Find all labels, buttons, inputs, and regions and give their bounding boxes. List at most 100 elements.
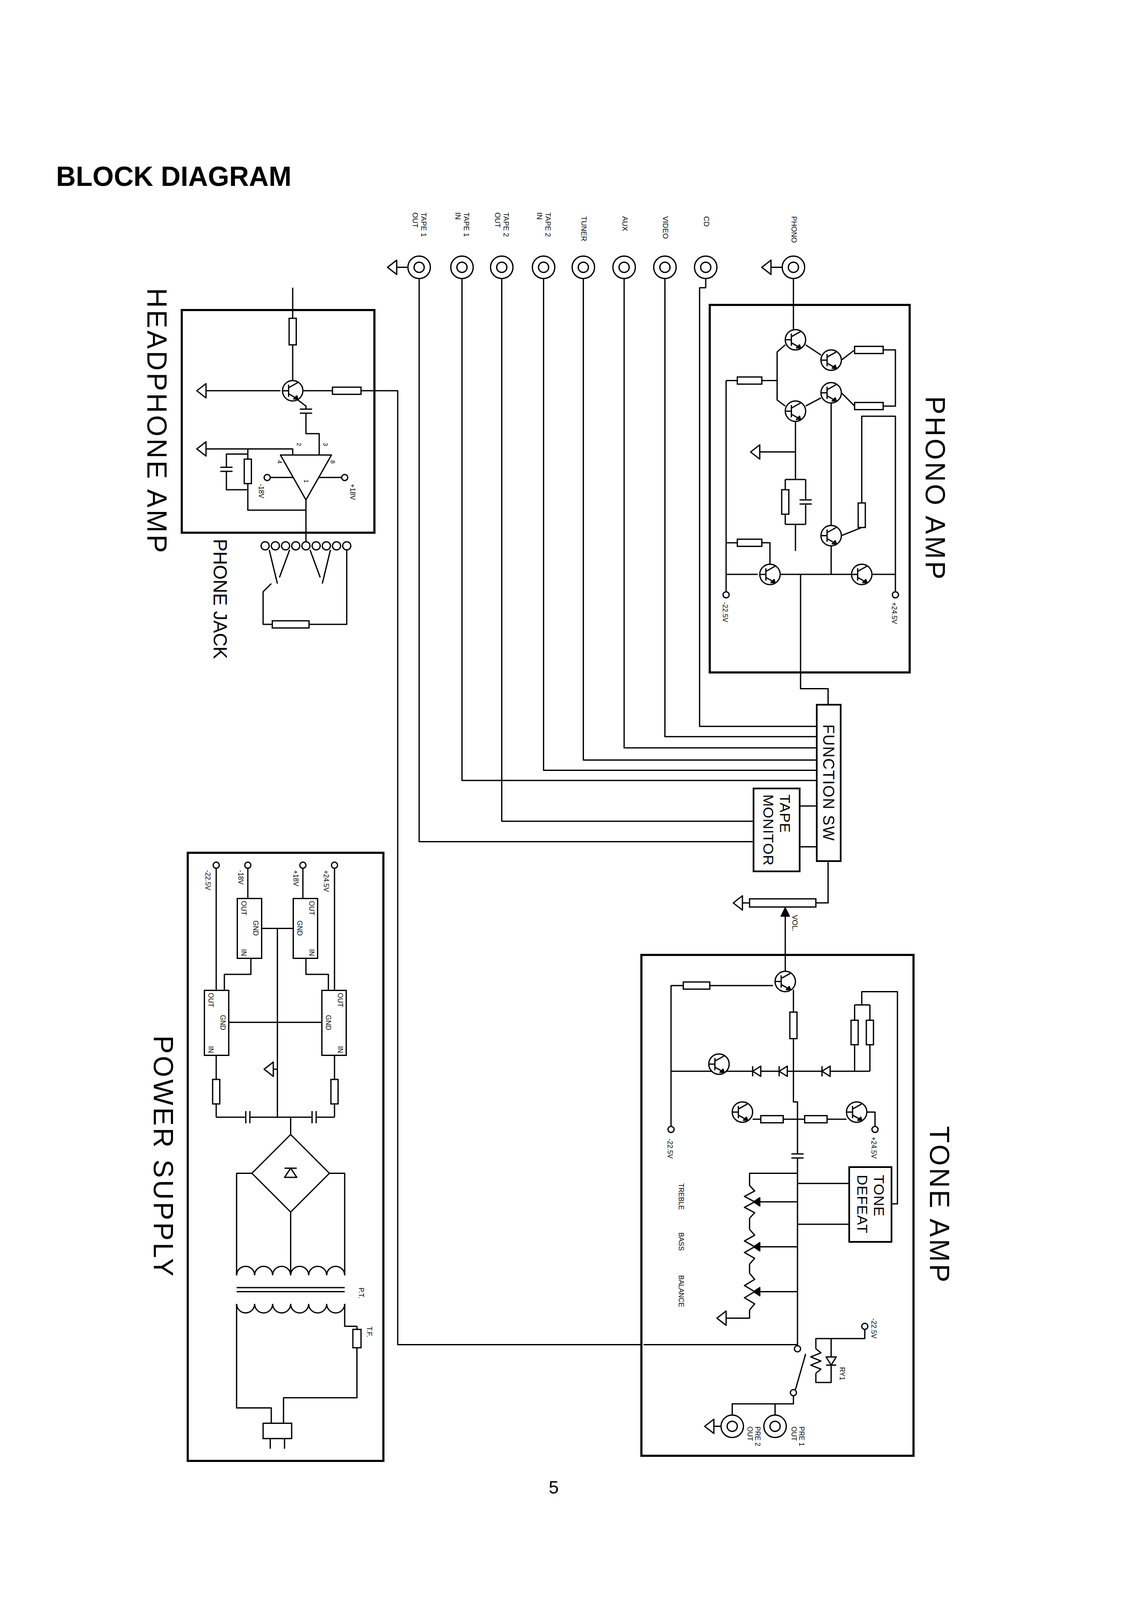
coil-symbol <box>236 1303 345 1313</box>
transistor-symbol <box>832 540 837 544</box>
wire <box>396 266 408 268</box>
diode-symbol <box>778 1065 780 1077</box>
pin-label: OUT <box>335 992 344 1007</box>
diode-symbol <box>826 1356 837 1365</box>
amp-block: HEADPHONE AMP <box>180 308 376 534</box>
wire <box>247 868 249 898</box>
voltage-label: +18V <box>291 869 300 886</box>
diode-symbol <box>821 1065 823 1077</box>
wire <box>871 573 896 575</box>
wire <box>805 344 822 355</box>
transistor-symbol <box>774 970 796 992</box>
voltage-label: -18V <box>256 483 265 499</box>
wire <box>805 503 807 525</box>
wire <box>784 513 786 525</box>
ground-symbol <box>387 260 397 275</box>
regulator-box: OUTGNDIN <box>321 989 347 1056</box>
transistor-symbol <box>857 577 867 583</box>
pin-label: OUT <box>239 900 247 915</box>
wire <box>334 868 336 990</box>
resistor-symbol <box>683 981 710 989</box>
jack-symbol <box>490 255 514 279</box>
transistor-symbol <box>282 380 303 401</box>
capacitor-symbol <box>220 466 233 468</box>
signal-line <box>224 958 251 990</box>
wire <box>830 402 832 575</box>
supply-block: OUTGNDINOUTGNDINOUTGNDINOUTGNDINPOWER SU… <box>186 851 385 1462</box>
wire <box>774 1392 794 1415</box>
voltage-label: -22.5V <box>203 869 212 890</box>
wire <box>543 278 816 771</box>
amp-block: PHONO AMP <box>708 303 911 673</box>
phone-jack-symbol <box>322 549 331 584</box>
phone-jack-symbol <box>332 541 341 550</box>
voltage-label: +24.5V <box>890 601 898 624</box>
transistor-symbol <box>821 525 842 546</box>
transistor-symbol <box>791 413 801 420</box>
jack-label: TAPE 1 IN <box>453 212 471 239</box>
pot-wiper <box>753 1242 760 1251</box>
wire <box>793 1070 798 1154</box>
capacitor-symbol <box>245 1110 247 1124</box>
diode-symbol <box>821 1065 830 1077</box>
capacitor-symbol <box>799 503 813 505</box>
resistor-symbol <box>850 1019 859 1045</box>
wire <box>305 499 307 542</box>
transistor-symbol <box>765 566 775 572</box>
diode-symbol <box>826 1363 837 1366</box>
jack-symbol <box>721 1414 744 1437</box>
wire <box>761 542 770 564</box>
capacitor-symbol <box>311 1110 313 1124</box>
transistor-symbol <box>785 400 806 422</box>
ground-symbol <box>750 444 760 459</box>
transistor-symbol <box>708 1053 730 1074</box>
bridge-rectifier <box>252 1134 330 1212</box>
wire <box>671 985 774 1126</box>
transistor-symbol <box>857 566 867 572</box>
control-label: VOL. <box>790 914 800 932</box>
components <box>196 255 899 1438</box>
ground-symbol <box>196 383 206 398</box>
ground-symbol <box>733 895 743 910</box>
terminal-symbol <box>892 591 899 598</box>
terminal-symbol <box>331 861 338 868</box>
diode-symbol <box>284 1167 297 1177</box>
terminal-symbol <box>871 1126 878 1132</box>
transistor-symbol <box>827 395 836 401</box>
transistor-symbol <box>785 410 792 412</box>
wire <box>236 1303 272 1423</box>
phone-jack-symbol <box>310 549 321 578</box>
wire <box>319 476 342 479</box>
resistor-symbol <box>289 318 297 345</box>
transistor-symbol <box>288 393 298 399</box>
wire <box>726 573 758 575</box>
voltage-label: -22.5V <box>869 1317 878 1338</box>
wire <box>805 479 807 500</box>
transformer-core <box>236 1286 345 1288</box>
wire <box>759 451 796 453</box>
jack-symbol <box>457 262 468 273</box>
transistor-symbol <box>786 986 791 990</box>
terminal-symbol <box>668 1126 675 1132</box>
wire <box>247 483 306 511</box>
phone-jack-symbol <box>322 541 331 550</box>
plug-symbol <box>263 1422 292 1438</box>
wire <box>290 1116 292 1135</box>
switch-box: FUNCTION SW <box>815 703 842 862</box>
transistor-symbol <box>785 339 792 341</box>
transistor-symbol <box>851 573 858 575</box>
transistor-symbol <box>774 980 781 982</box>
signal-line <box>800 673 828 704</box>
diode-symbol <box>752 1065 761 1077</box>
wire <box>249 1116 313 1118</box>
wire <box>882 349 896 406</box>
resistor-symbol <box>804 1115 828 1123</box>
wire <box>461 278 816 781</box>
terminal-symbol <box>794 1345 801 1352</box>
resistor-symbol <box>332 387 361 395</box>
wire <box>297 399 306 409</box>
phone-jack-symbol <box>279 549 290 578</box>
wire <box>290 1211 292 1275</box>
signal-line <box>375 390 641 1344</box>
box-label: TAPE MONITOR <box>759 794 794 866</box>
